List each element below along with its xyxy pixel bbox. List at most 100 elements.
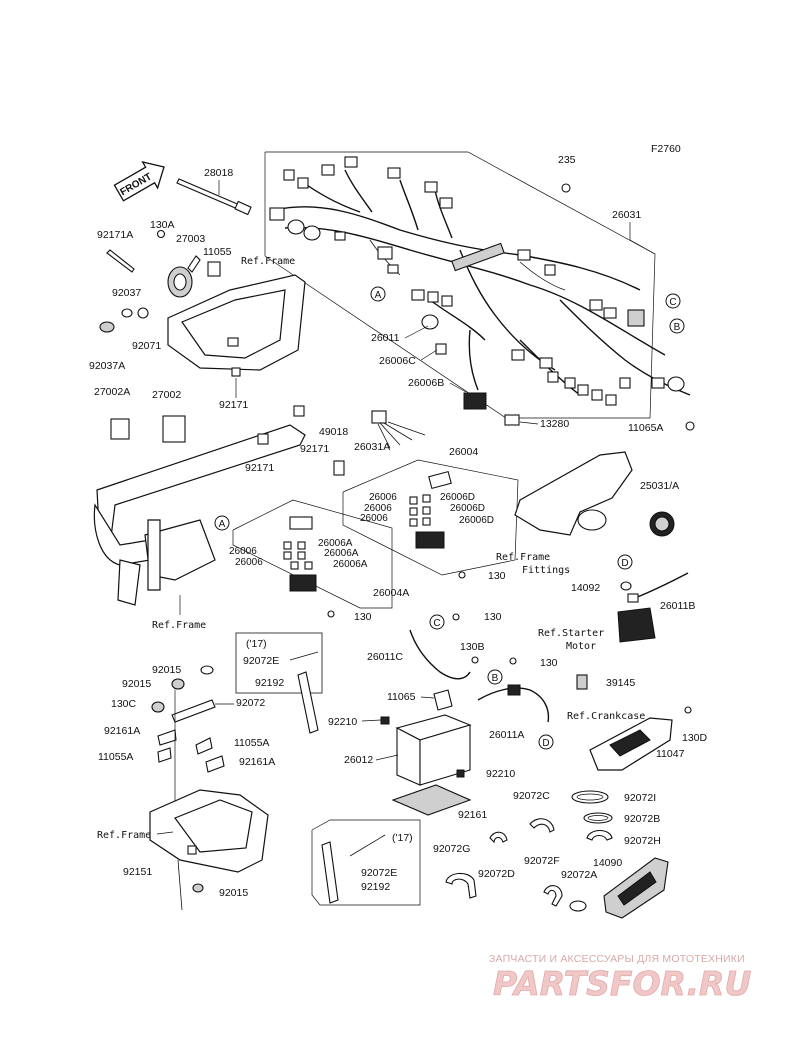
fusebox-26004A-group — [232, 499, 393, 609]
part-label-26006B: 26006B — [408, 377, 444, 389]
svg-text:D: D — [621, 558, 628, 569]
part-label-13280: 13280 — [540, 418, 569, 430]
starter-motor — [617, 607, 656, 643]
callout-d-starter: D — [617, 554, 633, 570]
callout-b-cable: B — [487, 669, 503, 685]
part-11055-bracket — [207, 261, 221, 277]
part-label-26006-r3: 26006 — [360, 513, 388, 524]
part-label-39145: 39145 — [606, 677, 635, 689]
part-label-235: 235 — [558, 154, 576, 166]
part-label-11065A: 11065A — [628, 422, 663, 434]
part-92037-grommet — [99, 307, 149, 333]
part-49018-fuse — [333, 460, 345, 476]
clamp-92072D — [489, 831, 508, 844]
part-label-92015-a: 92015 — [152, 664, 181, 676]
ref-crankcase: Ref.Crankcase — [567, 711, 645, 722]
part-label-130B: 130B — [460, 641, 485, 653]
part-label-92171-low: 92171 — [245, 462, 274, 474]
part-label-92072G: 92072G — [433, 843, 470, 855]
frame-upper-section — [167, 274, 306, 377]
part-14090-cover — [603, 857, 669, 919]
part-92171A-strap — [106, 249, 135, 273]
part-label-130-r: 130 — [488, 570, 506, 582]
part-label-11047: 11047 — [656, 748, 685, 760]
ref-frame-bottom: Ref.Frame — [97, 830, 151, 841]
part-label-92161A-a: 92161A — [104, 725, 140, 737]
year-note-top: ('17) — [246, 638, 267, 650]
part-39145-cover — [576, 674, 588, 690]
frame-lower-section — [149, 789, 269, 873]
callout-c-cable: C — [429, 614, 445, 630]
part-130C-bolt — [151, 701, 165, 713]
part-label-26011B: 26011B — [660, 600, 695, 612]
svg-text:B: B — [492, 673, 499, 684]
part-label-130-mid: 130 — [354, 611, 372, 623]
year-note-bottom: ('17) — [392, 832, 413, 844]
part-27002-relay — [162, 415, 186, 443]
part-label-11055A-a: 11055A — [234, 737, 269, 749]
part-label-92072A: 92072A — [561, 869, 597, 881]
front-arrow-icon: FRONT — [113, 161, 165, 202]
part-label-92072E-top: 92072E — [243, 655, 279, 667]
part-label-26006-l2: 26006 — [235, 557, 263, 568]
part-label-28018: 28018 — [204, 167, 233, 179]
part-label-26011C: 26011C — [367, 651, 403, 663]
part-label-26011: 26011 — [371, 332, 400, 344]
year-box-top — [235, 632, 323, 694]
clamp-92072F — [543, 885, 563, 907]
part-label-92192-top: 92192 — [255, 677, 284, 689]
cable-26011C — [409, 629, 471, 680]
clamp-92072G — [445, 872, 477, 899]
part-92072-strap — [171, 699, 216, 723]
part-label-92015-b: 92015 — [122, 678, 151, 690]
part-label-26004A: 26004A — [373, 587, 409, 599]
part-label-11065: 11065 — [387, 691, 416, 703]
part-label-92151: 92151 — [123, 866, 152, 878]
part-label-92210-b: 92210 — [486, 768, 515, 780]
part-label-26006-r2: 26006 — [364, 503, 392, 514]
part-92151-bolt — [177, 859, 183, 911]
part-label-26006C: 26006C — [379, 355, 416, 367]
part-label-26031A: 26031A — [354, 441, 390, 453]
part-27002A-relay — [110, 418, 130, 440]
callout-a-frame: A — [214, 515, 230, 531]
part-label-92072H: 92072H — [624, 835, 661, 847]
part-label-26012: 26012 — [344, 754, 373, 766]
ref-frame-fittings-1: Ref.Frame — [496, 552, 550, 563]
part-label-130D: 130D — [682, 732, 708, 744]
svg-text:B: B — [674, 322, 681, 333]
watermark-tagline: ЗАПЧАСТИ И АКСЕССУАРЫ ДЛЯ МОТОТЕХНИКИ — [489, 953, 745, 965]
cable-26011A — [477, 687, 550, 723]
ref-frame-left: Ref.Frame — [152, 620, 206, 631]
svg-text:A: A — [219, 519, 226, 530]
part-label-92037: 92037 — [112, 287, 141, 299]
part-label-92072D: 92072D — [478, 868, 515, 880]
part-92192-tube-top — [297, 671, 319, 734]
part-label-92171-mid: 92171 — [300, 443, 329, 455]
main-harness-group — [264, 151, 695, 431]
svg-text:D: D — [542, 738, 549, 749]
part-label-130A: 130A — [150, 219, 175, 231]
part-label-26006-r1: 26006 — [369, 492, 397, 503]
clamp-92072H — [586, 829, 613, 841]
part-label-92072: 92072 — [236, 697, 265, 709]
part-label-92037A: 92037A — [89, 360, 125, 372]
part-label-92161: 92161 — [458, 809, 487, 821]
harness-coil — [451, 242, 505, 272]
part-label-26004: 26004 — [449, 446, 478, 458]
part-label-26006-l1: 26006 — [229, 546, 257, 557]
svg-text:C: C — [669, 297, 676, 308]
part-label-11055A-b: 11055A — [98, 751, 133, 763]
svg-text:A: A — [375, 290, 382, 301]
part-26031A-subharness — [371, 410, 426, 449]
part-27003-horn — [167, 255, 201, 298]
frame-middle-section — [93, 405, 306, 606]
part-label-26006A-l1: 26006A — [318, 538, 353, 549]
part-label-130-d: 130 — [540, 657, 558, 669]
part-label-26031: 26031 — [612, 209, 641, 221]
ref-frame-fittings-2: Fittings — [522, 565, 570, 576]
part-14092-cap — [620, 581, 632, 591]
part-label-92171A: 92171A — [97, 229, 133, 241]
part-label-92071: 92071 — [132, 340, 161, 352]
